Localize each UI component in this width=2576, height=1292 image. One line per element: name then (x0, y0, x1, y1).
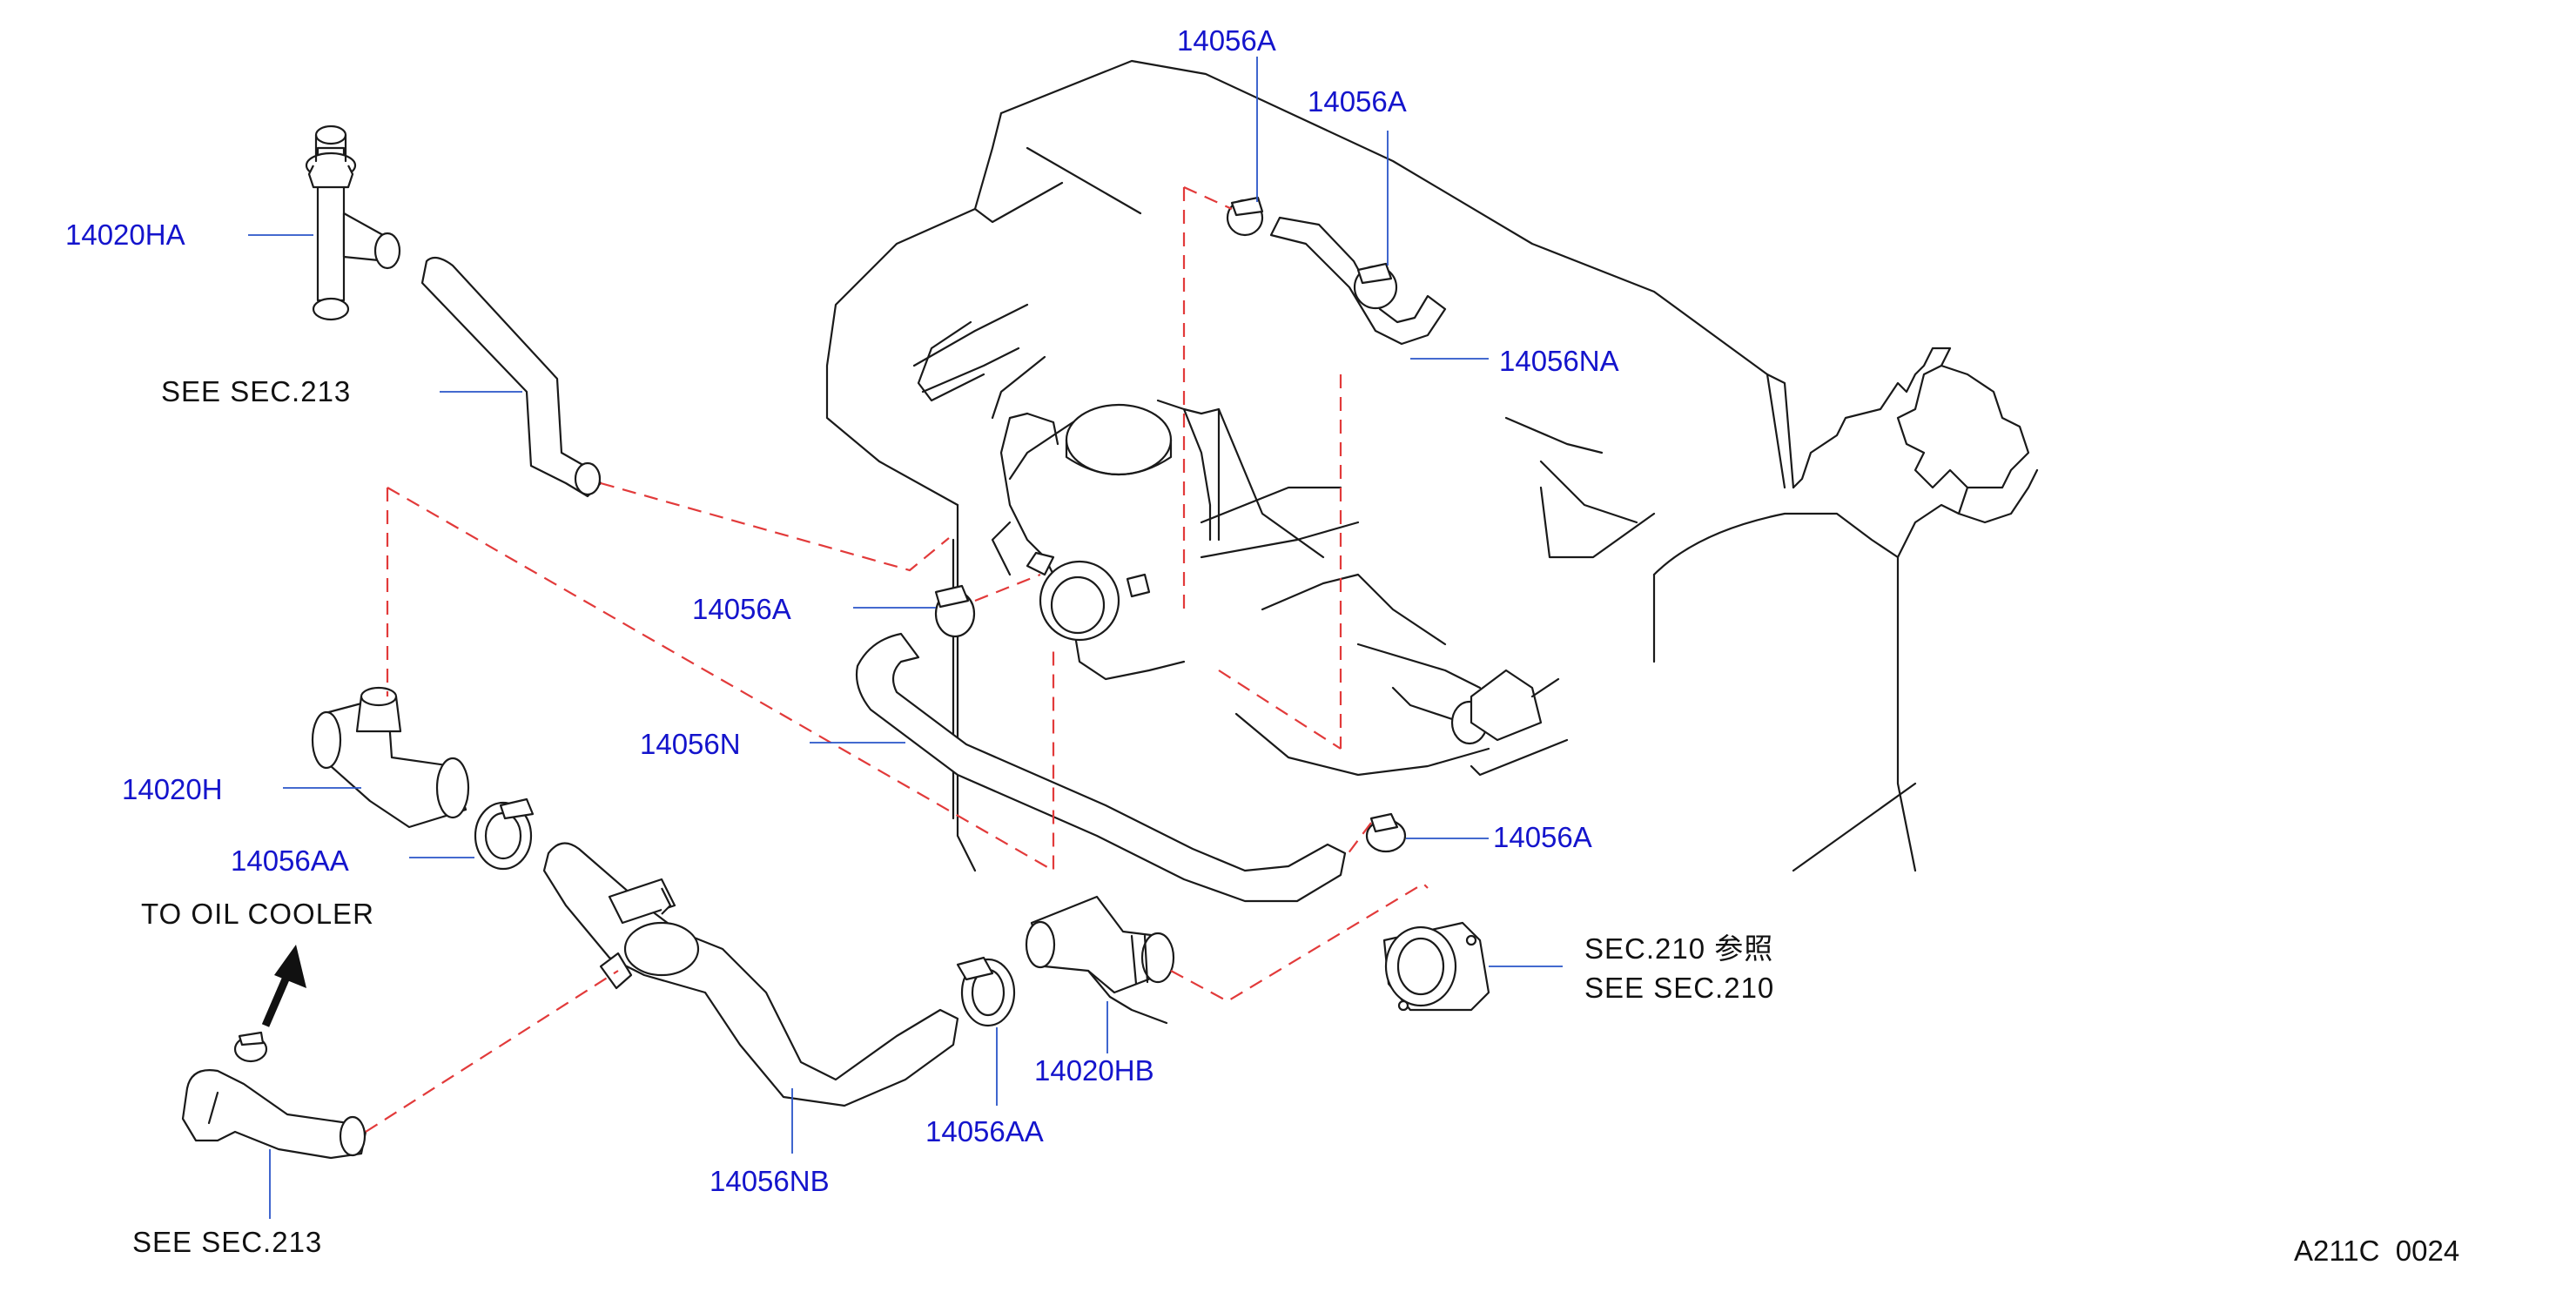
note-see-sec213-top: SEE SEC.213 (161, 375, 352, 407)
elbow-14020hb (1025, 895, 1175, 1025)
part-label-14056a-right: 14056A (1493, 821, 1592, 853)
link-14020h-diagonal (387, 487, 1055, 872)
dashed-connection-lines (365, 185, 1429, 1133)
tee-fitting-14020h (311, 686, 470, 829)
clamp-14056a-right (1365, 812, 1407, 853)
note-see-sec213-bottom: SEE SEC.213 (132, 1226, 323, 1258)
water-outlet (1026, 551, 1151, 642)
leader-lines (248, 57, 1563, 1219)
link-right-clamp (1344, 822, 1372, 858)
hose-14056nb (542, 842, 959, 1107)
hose-14056n (855, 632, 1347, 903)
engine-block (825, 59, 2039, 872)
link-oil-cooler-hose (365, 970, 619, 1133)
clamp-14056aa-left (474, 797, 535, 871)
arrow-up-icon (261, 945, 306, 1027)
part-label-14056a-top1: 14056A (1177, 24, 1276, 57)
clamp-14056aa-mid (956, 956, 1016, 1027)
part-label-14056n: 14056N (640, 728, 741, 760)
part-label-14020h: 14020H (122, 773, 223, 805)
hose-to-sec213-top (420, 256, 602, 498)
thermostat-housing-sec210 (1382, 921, 1490, 1012)
link-hb-to-sec210 (1170, 882, 1429, 1003)
part-label-14056aa-left: 14056AA (231, 845, 349, 877)
clamp-14056a-top2 (1353, 262, 1398, 310)
note-to-oil-cooler: TO OIL COOLER (141, 898, 374, 930)
part-label-14056aa-mid: 14056AA (925, 1115, 1044, 1147)
clamp-14056a-top1 (1226, 196, 1264, 237)
part-label-14056a-top2: 14056A (1308, 85, 1407, 118)
part-label-14056nb: 14056NB (710, 1165, 830, 1197)
link-top-clamp (1183, 185, 1233, 211)
part-label-14020ha: 14020HA (65, 219, 185, 251)
note-sec210-ref: SEC.210 参照 (1584, 932, 1774, 965)
hose-to-sec213-bottom (181, 1069, 367, 1160)
clamp-oil-cooler (233, 1031, 268, 1063)
part-label-14056na: 14056NA (1499, 345, 1619, 377)
note-see-sec210: SEE SEC.210 (1584, 972, 1775, 1004)
clamp-14056a-mid (934, 584, 976, 638)
part-label-14056a-mid: 14056A (692, 593, 791, 625)
link-right-exhaust (1218, 670, 1342, 750)
part-label-14020hb: 14020HB (1034, 1054, 1154, 1087)
tee-fitting-14020ha (305, 124, 401, 321)
diagram-code: A211C 0024 (2294, 1235, 2460, 1267)
link-mid-clamp (974, 573, 1041, 602)
link-14020ha-hose-to-throttle (600, 481, 950, 572)
